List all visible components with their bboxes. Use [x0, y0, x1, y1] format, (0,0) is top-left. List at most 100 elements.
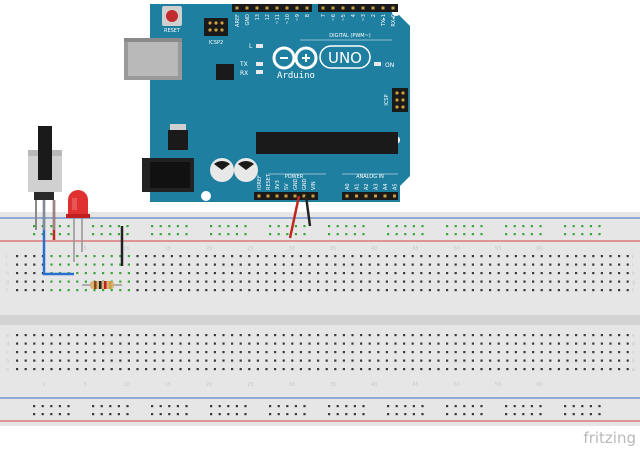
breadboard-hole: [239, 351, 242, 354]
rail-hole: [362, 233, 365, 236]
wire-5v-red[interactable]: [288, 195, 301, 239]
breadboard-hole: [394, 368, 397, 371]
rail-hole: [41, 225, 44, 228]
breadboard-hole: [403, 272, 406, 275]
breadboard-hole: [291, 334, 294, 337]
breadboard-hole: [308, 342, 311, 345]
breadboard-hole: [618, 342, 621, 345]
breadboard-hole: [291, 368, 294, 371]
breadboard-hole: [16, 351, 19, 354]
breadboard-hole: [385, 272, 388, 275]
breadboard-hole: [454, 272, 457, 275]
breadboard-hole: [84, 289, 87, 292]
breadboard-hole: [583, 334, 586, 337]
rail-hole: [522, 225, 525, 228]
breadboard-hole: [342, 359, 345, 362]
breadboard-hole: [196, 368, 199, 371]
breadboard-hole: [325, 359, 328, 362]
breadboard-hole: [325, 334, 328, 337]
breadboard-hole: [299, 351, 302, 354]
breadboard-hole: [334, 272, 337, 275]
breadboard-hole: [368, 263, 371, 266]
potentiometer[interactable]: [28, 126, 62, 230]
breadboard-hole: [575, 334, 578, 337]
pin-label: ~10: [285, 14, 291, 25]
breadboard-hole: [265, 359, 268, 362]
rail-hole: [244, 225, 247, 228]
breadboard-hole: [342, 280, 345, 283]
breadboard-hole: [489, 263, 492, 266]
breadboard-hole: [523, 280, 526, 283]
breadboard-hole: [33, 272, 36, 275]
rail-hole: [513, 225, 516, 228]
breadboard-hole: [170, 272, 173, 275]
pin-label: 13: [255, 14, 261, 20]
breadboard-hole: [609, 334, 612, 337]
breadboard-hole: [119, 272, 122, 275]
breadboard-hole: [67, 334, 70, 337]
rail-hole: [336, 225, 339, 228]
rail-hole: [353, 405, 356, 408]
rail-hole: [336, 405, 339, 408]
breadboard-hole: [600, 272, 603, 275]
breadboard-hole: [583, 342, 586, 345]
rail-hole: [303, 233, 306, 236]
breadboard-hole: [549, 368, 552, 371]
red-led[interactable]: [66, 190, 90, 262]
rail-hole: [227, 225, 230, 228]
breadboard-hole: [274, 263, 277, 266]
breadboard-hole: [446, 263, 449, 266]
rail-hole: [454, 413, 457, 416]
rail-hole: [277, 225, 280, 228]
rail-hole: [100, 233, 103, 236]
breadboard-hole: [179, 289, 182, 292]
breadboard-hole: [428, 351, 431, 354]
rail-hole: [210, 225, 213, 228]
breadboard-hole: [162, 263, 165, 266]
rail-hole: [151, 413, 154, 416]
breadboard-hole: [437, 334, 440, 337]
breadboard-hole: [463, 359, 466, 362]
breadboard-hole: [609, 368, 612, 371]
breadboard-hole: [446, 255, 449, 258]
breadboard-hole: [514, 272, 517, 275]
rail-hole: [539, 233, 542, 236]
capacitor: [234, 158, 258, 182]
rail-hole: [513, 405, 516, 408]
breadboard-hole: [325, 272, 328, 275]
rail-hole: [126, 233, 129, 236]
rail-hole: [345, 413, 348, 416]
wire-gnd-black[interactable]: [304, 195, 312, 227]
breadboard-hole: [325, 280, 328, 283]
rail-hole: [100, 405, 103, 408]
breadboard-hole: [385, 342, 388, 345]
rail-hole: [421, 233, 424, 236]
reset-button[interactable]: [162, 6, 182, 26]
breadboard-hole: [592, 255, 595, 258]
breadboard-hole: [256, 359, 259, 362]
row-letter: g: [632, 280, 635, 286]
resistor[interactable]: [82, 281, 122, 289]
breadboard-hole: [454, 289, 457, 292]
header-pin: [275, 194, 279, 198]
breadboard-hole: [385, 359, 388, 362]
mounting-hole: [201, 191, 211, 201]
rail-hole: [353, 225, 356, 228]
rail-hole: [286, 233, 289, 236]
breadboard-hole: [110, 359, 113, 362]
breadboard-hole: [274, 289, 277, 292]
breadboard-hole: [153, 289, 156, 292]
on-led-label: ON: [385, 62, 394, 69]
rail-hole: [176, 405, 179, 408]
voltage-regulator: [168, 124, 188, 150]
breadboard-hole: [59, 263, 62, 266]
breadboard-hole: [188, 351, 191, 354]
breadboard-hole: [76, 334, 79, 337]
icsp2-header: [204, 18, 228, 36]
breadboard-hole: [136, 280, 139, 283]
breadboard-hole: [299, 334, 302, 337]
pin-label: 3V3: [275, 180, 281, 190]
rail-hole: [412, 225, 415, 228]
rail-hole: [328, 225, 331, 228]
